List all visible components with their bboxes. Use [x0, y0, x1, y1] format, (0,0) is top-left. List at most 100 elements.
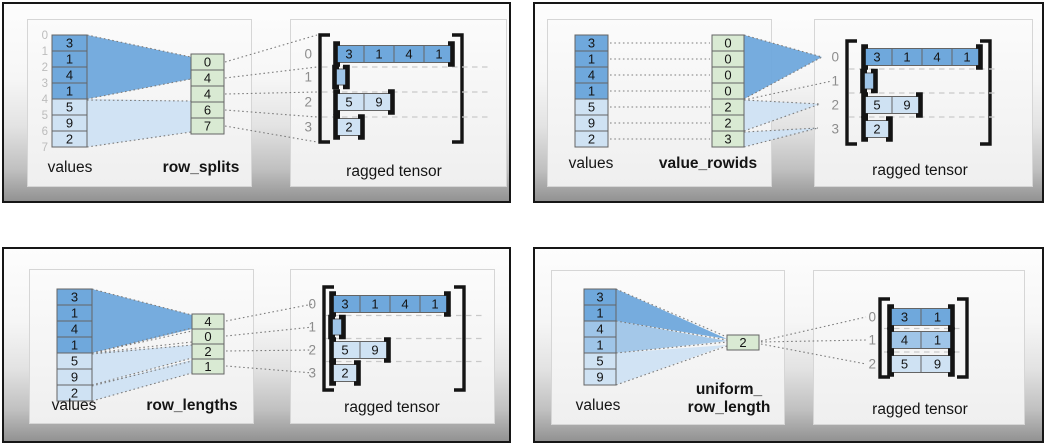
- tensor-row-index: 2: [831, 98, 839, 113]
- param-cell-text: 1: [204, 359, 211, 374]
- tensor-cell-text: 2: [873, 122, 880, 137]
- tensor-cell-text: 5: [901, 357, 908, 372]
- value-cell: [583, 368, 617, 386]
- ragged-tensor-box: [814, 19, 1033, 187]
- light-funnel: [92, 360, 192, 401]
- value-cell-text: 1: [66, 84, 73, 99]
- tensor-row: 3 1 4 1: [333, 41, 455, 67]
- panel-row-splits: 0 1 2 3 4 5 6 7 3 1 4 1 5 9 2: [2, 2, 511, 203]
- values-column: 0 1 2 3 4 5 6 7 3 1 4 1 5 9 2: [42, 30, 88, 154]
- param-cell-text: 2: [724, 116, 731, 131]
- tensor-cell-text: 2: [345, 120, 352, 135]
- tensor-row-index: 3: [831, 122, 839, 137]
- value-cell-text: 2: [71, 386, 78, 401]
- row-brackets: [333, 114, 365, 140]
- tensor-cell-text: 1: [934, 310, 941, 325]
- value-index: 3: [42, 78, 48, 90]
- funnel-shapes: [91, 288, 193, 402]
- ragged-tensor: 0 1 2 3 3 1 4 1 5: [831, 39, 995, 146]
- funnel-shapes: [86, 34, 192, 148]
- tensor-label: ragged tensor: [344, 399, 440, 416]
- value-index: 6: [42, 126, 48, 138]
- tensor-label: ragged tensor: [346, 163, 442, 180]
- outer-brackets: [878, 297, 969, 379]
- row-lengths-column: 4 0 2 1: [191, 313, 225, 375]
- values-column: 3 1 4 1 5 9: [583, 288, 617, 386]
- connector-dots: [224, 34, 318, 143]
- tensor-row-empty: [328, 314, 346, 340]
- values-label: values: [576, 397, 621, 414]
- tensor-row-index: 2: [304, 95, 312, 110]
- tensor-row-index: 3: [308, 366, 316, 381]
- value-cell-text: 1: [596, 338, 603, 353]
- value-index: 5: [42, 110, 48, 122]
- param-cell-text: 4: [204, 314, 211, 329]
- funnel-edge-dots: [743, 34, 833, 148]
- param-cell-text: 0: [724, 68, 731, 83]
- funnel-shapes: [743, 34, 833, 148]
- value-cell-text: 2: [588, 132, 595, 147]
- funnel-shapes: [615, 288, 728, 386]
- value-cell: [51, 130, 88, 148]
- value-cell-text: 3: [71, 290, 78, 305]
- tensor-row: 5 9: [887, 351, 955, 377]
- tensor-row: 3 1 4 1: [329, 291, 451, 317]
- value-cell-text: 1: [588, 52, 595, 67]
- outer-brackets: [318, 33, 464, 144]
- tensor-cell-text: 5: [873, 98, 880, 113]
- tensor-cell-text: 1: [375, 47, 382, 62]
- tensor-cell-text: 1: [963, 50, 970, 65]
- param-label: value_rowids: [659, 155, 757, 172]
- ragged-tensor: 0 1 2 3 3 1 4 1 5: [308, 285, 482, 392]
- row-lengths-diagram: 3 1 4 1 5 9 2 4 0 2 1 0 1 2 3: [52, 285, 482, 416]
- tensor-row: 2: [861, 116, 893, 142]
- connector-dots: [225, 303, 314, 374]
- ragged-tensor: 0 1 2 3 3 1 4 1 5: [304, 33, 488, 144]
- value-cell-text: 9: [588, 116, 595, 131]
- tensor-cell-text: 1: [431, 297, 438, 312]
- tensor-row: 5 9: [861, 92, 923, 118]
- tensor-cell-text: 3: [901, 310, 908, 325]
- tensor-row-empty: [860, 68, 878, 94]
- param-cell: [726, 334, 760, 351]
- value-cell-text: 1: [71, 338, 78, 353]
- value-cell-text: 2: [66, 132, 73, 147]
- param-cell-text: 7: [204, 119, 211, 134]
- tensor-cell-text: 1: [435, 47, 442, 62]
- value-cell-text: 9: [71, 370, 78, 385]
- row-splits-column: 0 4 4 6 7: [190, 53, 225, 135]
- tensor-row: 5 9: [329, 337, 391, 363]
- value-cell-text: 3: [66, 36, 73, 51]
- connector-dots: [610, 42, 710, 140]
- value-cell-text: 4: [66, 68, 73, 83]
- value-index: 4: [42, 94, 49, 106]
- tensor-row: 2: [333, 114, 365, 140]
- tensor-row: 5 9: [333, 89, 395, 115]
- param-cell-text: 0: [724, 52, 731, 67]
- tensor-row: 4 1: [887, 327, 955, 353]
- tensor-cell-text: 9: [903, 98, 910, 113]
- param-cell: [711, 130, 745, 148]
- value-index: 0: [42, 30, 48, 42]
- row-brackets: [887, 327, 955, 353]
- value-cell-text: 3: [588, 36, 595, 51]
- value-cell-text: 5: [66, 100, 73, 115]
- light-funnel: [92, 345, 192, 385]
- tensor-cell-text: 1: [371, 297, 378, 312]
- param-cell-text: 0: [204, 55, 211, 70]
- value-index: 1: [42, 46, 48, 58]
- tensor-cell-text: 3: [341, 297, 348, 312]
- value-cell-text: 4: [596, 322, 603, 337]
- value-cell-text: 9: [66, 116, 73, 131]
- value-cell-text: 1: [588, 84, 595, 99]
- param-cell: [190, 117, 225, 135]
- tensor-label: ragged tensor: [872, 401, 968, 418]
- tensor-row-index: 1: [304, 70, 312, 85]
- light-funnel: [616, 345, 727, 385]
- param-label-line1: uniform_: [696, 381, 763, 398]
- row-splits-diagram: 0 1 2 3 4 5 6 7 3 1 4 1 5 9 2: [42, 30, 488, 180]
- value-cell-text: 5: [596, 354, 603, 369]
- param-cell-text: 2: [204, 344, 211, 359]
- values-column: 3 1 4 1 5 9 2: [574, 34, 609, 148]
- value-cell-text: 4: [588, 68, 595, 83]
